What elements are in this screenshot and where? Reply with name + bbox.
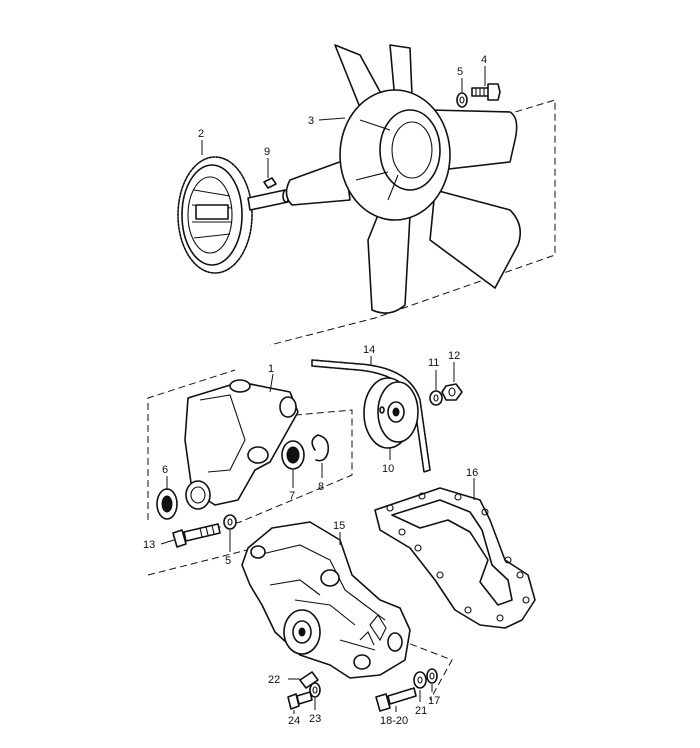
callout-11: 11 [428,357,439,369]
callout-17: 17 [428,695,440,707]
part-key [263,177,277,189]
callout-6: 6 [162,464,168,476]
part-circlip-8 [311,434,330,462]
callout-7: 7 [289,490,295,502]
part-washer-5-bottom [223,514,237,530]
part-bolt-24 [287,691,313,710]
callout-23: 23 [309,713,321,725]
callout-5-bottom: 5 [225,555,231,567]
callout-2: 2 [198,128,204,140]
callout-18-20: 18-20 [380,715,408,727]
callout-22: 22 [268,674,280,686]
callout-14: 14 [363,344,375,356]
part-gasket [374,487,536,629]
part-nut-12 [441,383,463,401]
callout-24: 24 [288,715,300,727]
part-washer-23 [309,682,321,698]
part-bracket [184,379,299,510]
leader-lines [160,66,486,714]
callout-15: 15 [333,520,345,532]
part-pulley [363,377,419,449]
part-washer-11 [429,390,443,406]
part-washer-21 [413,671,427,689]
part-bolt-13 [172,523,221,548]
part-clip-22 [299,671,319,689]
callout-5-top: 5 [457,66,463,78]
assembly-outline-fan [269,99,556,346]
part-bolt-4 [471,83,501,101]
part-bolt-18-20 [375,687,417,712]
part-washer-17 [426,668,438,684]
part-belt [311,359,431,473]
part-bearing-6 [156,488,178,520]
part-bearing-7 [281,440,305,470]
callout-12: 12 [448,350,460,362]
callout-3: 3 [308,115,314,127]
callout-13: 13 [143,539,155,551]
callout-labels: 2 9 3 4 5 1 14 11 12 6 7 8 10 16 13 5 15… [143,54,487,727]
part-water-pump [241,521,411,679]
part-fan [285,44,521,314]
part-washer-5-top [456,92,468,108]
callout-10: 10 [382,463,394,475]
callout-1: 1 [268,363,274,375]
callout-16: 16 [466,467,478,479]
callout-9: 9 [264,146,270,158]
callout-8: 8 [318,481,324,493]
callout-4: 4 [481,54,487,66]
part-viscous-clutch [177,156,290,274]
callout-21: 21 [415,705,427,717]
